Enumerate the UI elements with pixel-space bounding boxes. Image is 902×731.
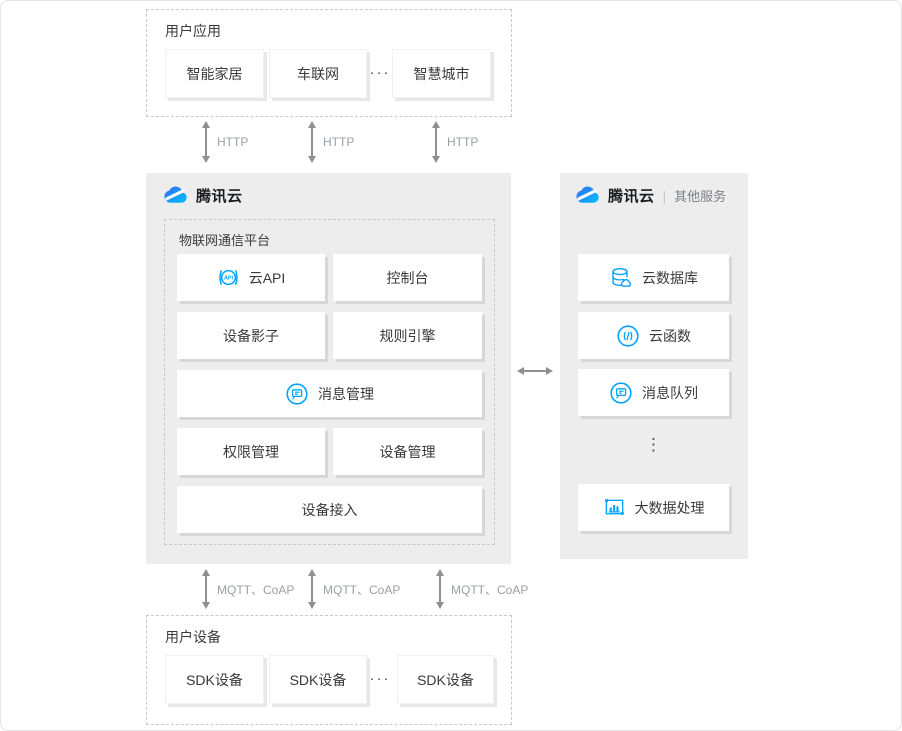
brand-name: 腾讯云 <box>196 188 243 205</box>
platform-box-label: 规则引擎 <box>379 327 436 344</box>
http-link-2: HTTP <box>308 121 354 163</box>
http-link-1: HTTP <box>202 121 248 163</box>
platform-box-label: 云API <box>248 269 286 286</box>
platform-box-label: 设备影子 <box>223 327 279 344</box>
double-arrow-icon <box>308 569 316 609</box>
app-box-smart-home: 智能家居 <box>165 49 264 98</box>
app-box-label: 智能家居 <box>186 65 243 82</box>
panels-connector-arrow-icon <box>517 367 553 375</box>
double-arrow-icon <box>432 121 440 163</box>
platform-box-message-mgmt: 消息管理 <box>177 370 482 417</box>
device-box-label: SDK设备 <box>289 671 347 688</box>
platform-box-label: 消息管理 <box>318 385 374 402</box>
platform-box-rule-engine: 规则引擎 <box>333 312 482 359</box>
protocol-label: MQTT、CoAP <box>451 582 529 597</box>
api-icon: API <box>217 266 240 289</box>
service-box-label: 大数据处理 <box>634 499 705 516</box>
service-box-cloud-function: 云函数 <box>578 312 729 359</box>
other-services-panel: 腾讯云 | 其他服务 云数据库 <box>560 173 748 559</box>
device-box-label: SDK设备 <box>417 671 474 688</box>
service-box-label: 云函数 <box>649 327 691 344</box>
service-box-label: 消息队列 <box>642 384 698 401</box>
tencent-cloud-logo-icon <box>162 186 189 205</box>
iot-comm-platform-title: 物联网通信平台 <box>179 233 271 248</box>
brand-divider: | <box>662 187 667 204</box>
service-box-message-queue: 消息队列 <box>578 369 729 416</box>
device-box-label: SDK设备 <box>186 671 243 688</box>
tencent-cloud-logo-icon <box>574 186 601 205</box>
function-icon <box>616 324 640 348</box>
mqtt-link-3: MQTT、CoAP <box>436 569 528 609</box>
platform-box-label: 设备管理 <box>379 443 436 460</box>
message-icon <box>609 381 633 405</box>
platform-box-console: 控制台 <box>333 254 482 301</box>
platform-box-label: 权限管理 <box>223 443 279 460</box>
user-apps-panel: 用户应用 智能家居 车联网 ··· 智慧城市 <box>146 9 512 117</box>
device-box-sdk-1: SDK设备 <box>165 655 264 704</box>
iot-platform-panel: 腾讯云 物联网通信平台 API 云API 控制台 设备影子 <box>146 173 511 564</box>
bar-chart-icon <box>603 496 626 519</box>
devices-ellipsis: ··· <box>369 670 391 687</box>
mqtt-link-1: MQTT、CoAP <box>202 569 294 609</box>
platform-box-cloud-api: API 云API <box>177 254 325 301</box>
app-box-label: 智慧城市 <box>413 65 470 82</box>
platform-box-device-mgmt: 设备管理 <box>333 428 482 475</box>
iot-comm-platform-box: 物联网通信平台 API 云API 控制台 设备影子 <box>164 219 495 545</box>
protocol-label: HTTP <box>217 135 249 149</box>
tencent-cloud-brand: 腾讯云 <box>162 185 243 206</box>
user-devices-label: 用户设备 <box>165 629 221 645</box>
platform-box-label: 设备接入 <box>301 501 358 518</box>
platform-box-device-access: 设备接入 <box>177 486 482 533</box>
tencent-cloud-brand-services: 腾讯云 | 其他服务 <box>574 185 726 206</box>
device-box-sdk-3: SDK设备 <box>397 655 494 704</box>
app-box-iov: 车联网 <box>269 49 367 98</box>
service-box-cloud-db: 云数据库 <box>578 254 729 301</box>
brand-name: 腾讯云 <box>608 188 655 205</box>
double-arrow-icon <box>308 121 316 163</box>
platform-box-label: 控制台 <box>386 269 429 286</box>
mqtt-link-2: MQTT、CoAP <box>308 569 400 609</box>
protocol-label: MQTT、CoAP <box>217 582 295 597</box>
double-arrow-icon <box>202 121 210 163</box>
platform-box-permission-mgmt: 权限管理 <box>177 428 325 475</box>
service-box-big-data: 大数据处理 <box>578 484 729 531</box>
brand-suffix: 其他服务 <box>674 189 727 204</box>
message-icon <box>285 382 309 406</box>
double-arrow-icon <box>436 569 444 609</box>
protocol-label: HTTP <box>323 135 355 149</box>
user-devices-panel: 用户设备 SDK设备 SDK设备 ··· SDK设备 <box>146 615 512 725</box>
user-apps-label: 用户应用 <box>165 23 221 39</box>
svg-text:API: API <box>224 276 234 282</box>
services-ellipsis: ⋮ <box>645 435 662 454</box>
double-arrow-icon <box>202 569 210 609</box>
apps-ellipsis: ··· <box>369 64 391 81</box>
protocol-label: MQTT、CoAP <box>323 582 401 597</box>
platform-box-device-shadow: 设备影子 <box>177 312 325 359</box>
device-box-sdk-2: SDK设备 <box>269 655 367 704</box>
database-icon <box>609 266 633 290</box>
http-link-3: HTTP <box>432 121 478 163</box>
service-box-label: 云数据库 <box>642 269 698 286</box>
protocol-label: HTTP <box>447 135 479 149</box>
app-box-smart-city: 智慧城市 <box>392 49 491 98</box>
app-box-label: 车联网 <box>297 65 339 82</box>
